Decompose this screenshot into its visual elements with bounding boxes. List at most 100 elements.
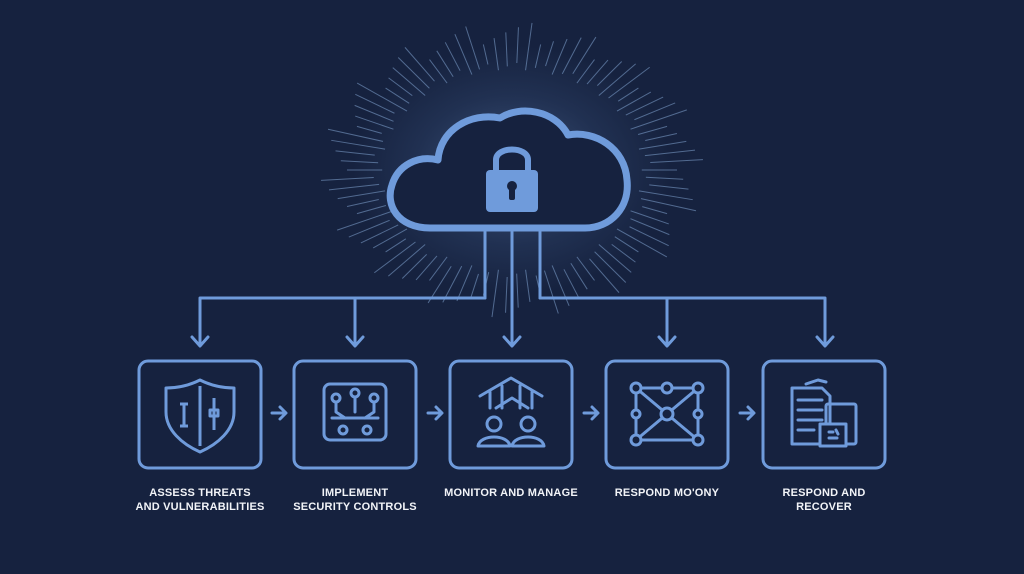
step-label-monitor: MONITOR AND MANAGE (444, 487, 578, 499)
glow-ray (516, 27, 519, 63)
connector-step-5 (538, 230, 827, 347)
glow-ray (534, 44, 542, 68)
glow-ray (570, 262, 588, 290)
glow-ray (372, 228, 408, 249)
glow-ray (505, 277, 508, 313)
glow-ray (616, 228, 668, 258)
step-label-implement: IMPLEMENT SECURITY CONTROLS (293, 487, 417, 513)
step-box-assess (137, 359, 263, 470)
step-label-recover: RESPOND AND RECOVER (782, 487, 866, 513)
glow-ray (470, 273, 479, 299)
glow-ray (454, 33, 473, 75)
glow-ray (572, 36, 597, 75)
glow-ray (397, 57, 430, 89)
glow-ray (598, 63, 636, 96)
step-label-respond: RESPOND MO'ONY (614, 487, 720, 499)
glow-ray (638, 190, 693, 201)
padlock-icon (486, 146, 538, 212)
glow-ray (543, 270, 559, 314)
arrow-2-3 (426, 405, 444, 421)
arrow-1-2 (270, 405, 288, 421)
glow-ray (642, 206, 668, 215)
glow-ray (429, 256, 448, 281)
glow-ray (640, 198, 697, 212)
glow-ray (644, 149, 696, 157)
cloud-icon (386, 107, 631, 232)
glow-ray (328, 183, 380, 191)
glow-ray (346, 199, 379, 208)
glow-ray (545, 41, 554, 67)
glow-ray (625, 96, 664, 116)
glow-ray (385, 238, 407, 253)
glow-ray (505, 32, 508, 67)
shield-icon (164, 378, 236, 454)
glow-ray (374, 241, 416, 274)
glow-ray (563, 269, 580, 298)
glow-ray (335, 150, 375, 156)
glow-ray (442, 265, 463, 303)
glow-ray (356, 125, 382, 134)
glow-ray (392, 67, 426, 96)
glow-ray (348, 219, 390, 238)
glow-ray (436, 50, 454, 78)
glow-ray (525, 269, 531, 302)
glow-ray (576, 59, 595, 84)
glow-ray (637, 125, 668, 136)
glow-ray (340, 160, 379, 164)
glow-ray (327, 128, 384, 142)
glow-ray (645, 132, 678, 141)
glow-ray (638, 140, 687, 150)
glow-ray (576, 256, 595, 281)
circuit-controls-icon (322, 382, 388, 442)
glow-ray (611, 243, 636, 263)
glow-ray (630, 109, 688, 130)
glow-ray (561, 37, 582, 75)
glow-ray (388, 244, 426, 277)
glow-ray (630, 218, 670, 236)
glow-ray (491, 269, 499, 318)
glow-ray (516, 273, 519, 308)
arrow-4-5 (738, 405, 756, 421)
glow-ray (598, 244, 632, 273)
glow-ray (649, 184, 689, 190)
glow-ray (650, 159, 703, 164)
step-box-recover (761, 359, 887, 470)
glow-ray (336, 210, 394, 231)
glow-ray (355, 115, 394, 130)
glow-ray (337, 190, 386, 200)
glow-ray (355, 93, 395, 114)
glow-ray (331, 139, 386, 150)
step-label-assess: ASSESS THREATS AND VULNERABILITIES (135, 487, 265, 513)
hub-connectors (190, 230, 835, 348)
glow-ray (617, 87, 639, 102)
glow-ray (629, 226, 669, 247)
glow-ray (616, 91, 652, 112)
connector-step-2 (353, 296, 487, 347)
glow-ray (630, 210, 669, 225)
glow-ray (589, 258, 620, 293)
step-box-implement (292, 359, 418, 470)
glow-ray (444, 42, 461, 71)
glow-ray (614, 236, 639, 253)
glow-ray (645, 176, 684, 180)
glow-ray (401, 254, 428, 279)
glow-ray (360, 224, 399, 244)
glow-ray (594, 251, 627, 283)
step-arrows (270, 405, 756, 421)
node-grid-icon (629, 381, 705, 447)
glow-ray (388, 77, 413, 97)
glow-ray (429, 59, 448, 84)
connector-step-1 (198, 230, 487, 347)
glow-ray (385, 87, 410, 104)
documents-icon (790, 378, 858, 448)
glow-ray (356, 82, 408, 112)
glow-ray (415, 255, 438, 281)
glow-ray (404, 47, 435, 82)
connector-step-4 (538, 296, 669, 347)
glow-ray (465, 26, 481, 70)
step-boxes (137, 359, 887, 470)
arrow-3-4 (582, 405, 600, 421)
glow-ray (586, 59, 609, 85)
team-network-icon (476, 376, 546, 448)
